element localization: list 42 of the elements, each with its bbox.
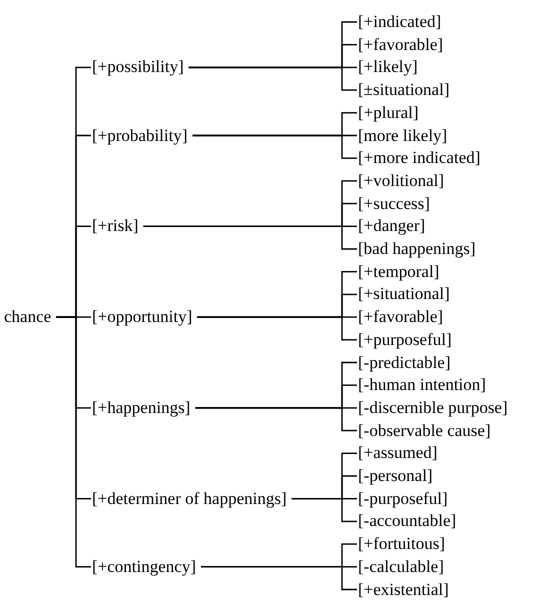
feature-label: [+favorable] [358,307,444,328]
feature-label: [+more indicated] [358,148,480,168]
tree-connector [292,498,357,522]
tree-connector [56,316,91,568]
feature-label: [+risk] [92,216,138,236]
feature-label: [more likely] [358,126,448,146]
feature-label: [+danger] [358,216,426,236]
feature-label: [-calculable] [358,556,444,577]
feature-label: [+contingency] [92,556,196,577]
feature-label: [+plural] [358,102,419,123]
feature-label: [-personal] [358,466,433,486]
feature-label: [+likely] [358,57,418,78]
feature-label: [+opportunity] [92,307,192,328]
feature-label: [+determiner of happenings] [92,488,287,509]
feature-label: [+purposeful] [358,330,452,350]
feature-label: [+fortuitous] [358,534,446,554]
feature-label: chance [4,307,52,328]
tree-connector [201,566,357,590]
feature-label: [+happenings] [92,398,190,418]
tree-connector [143,226,357,250]
feature-label: [+temporal] [358,262,440,282]
feature-label: [-human intention] [358,375,486,396]
feature-label: [-observable cause] [358,420,491,441]
feature-label: [-accountable] [358,511,456,532]
feature-label: [-purposeful] [358,488,448,509]
tree-connector [195,407,357,432]
feature-label: [+possibility] [92,57,184,78]
feature-label: [+favorable] [358,34,444,55]
feature-label: [+existential] [358,580,449,600]
feature-label: [+success] [358,194,430,214]
tree-connector [197,316,357,340]
feature-label: [+volitional] [358,170,444,191]
tree-connector [188,66,357,91]
feature-label: [±situational] [358,80,450,100]
feature-label: [+situational] [358,284,450,304]
feature-label: [bad happenings] [358,239,476,259]
feature-label: [-discernible purpose] [358,398,508,418]
feature-label: [+assumed] [358,443,438,464]
feature-label: [-predictable] [358,352,450,372]
feature-label: [+indicated] [358,12,442,32]
tree-connector [192,134,357,159]
feature-label: [+probability] [92,126,188,146]
